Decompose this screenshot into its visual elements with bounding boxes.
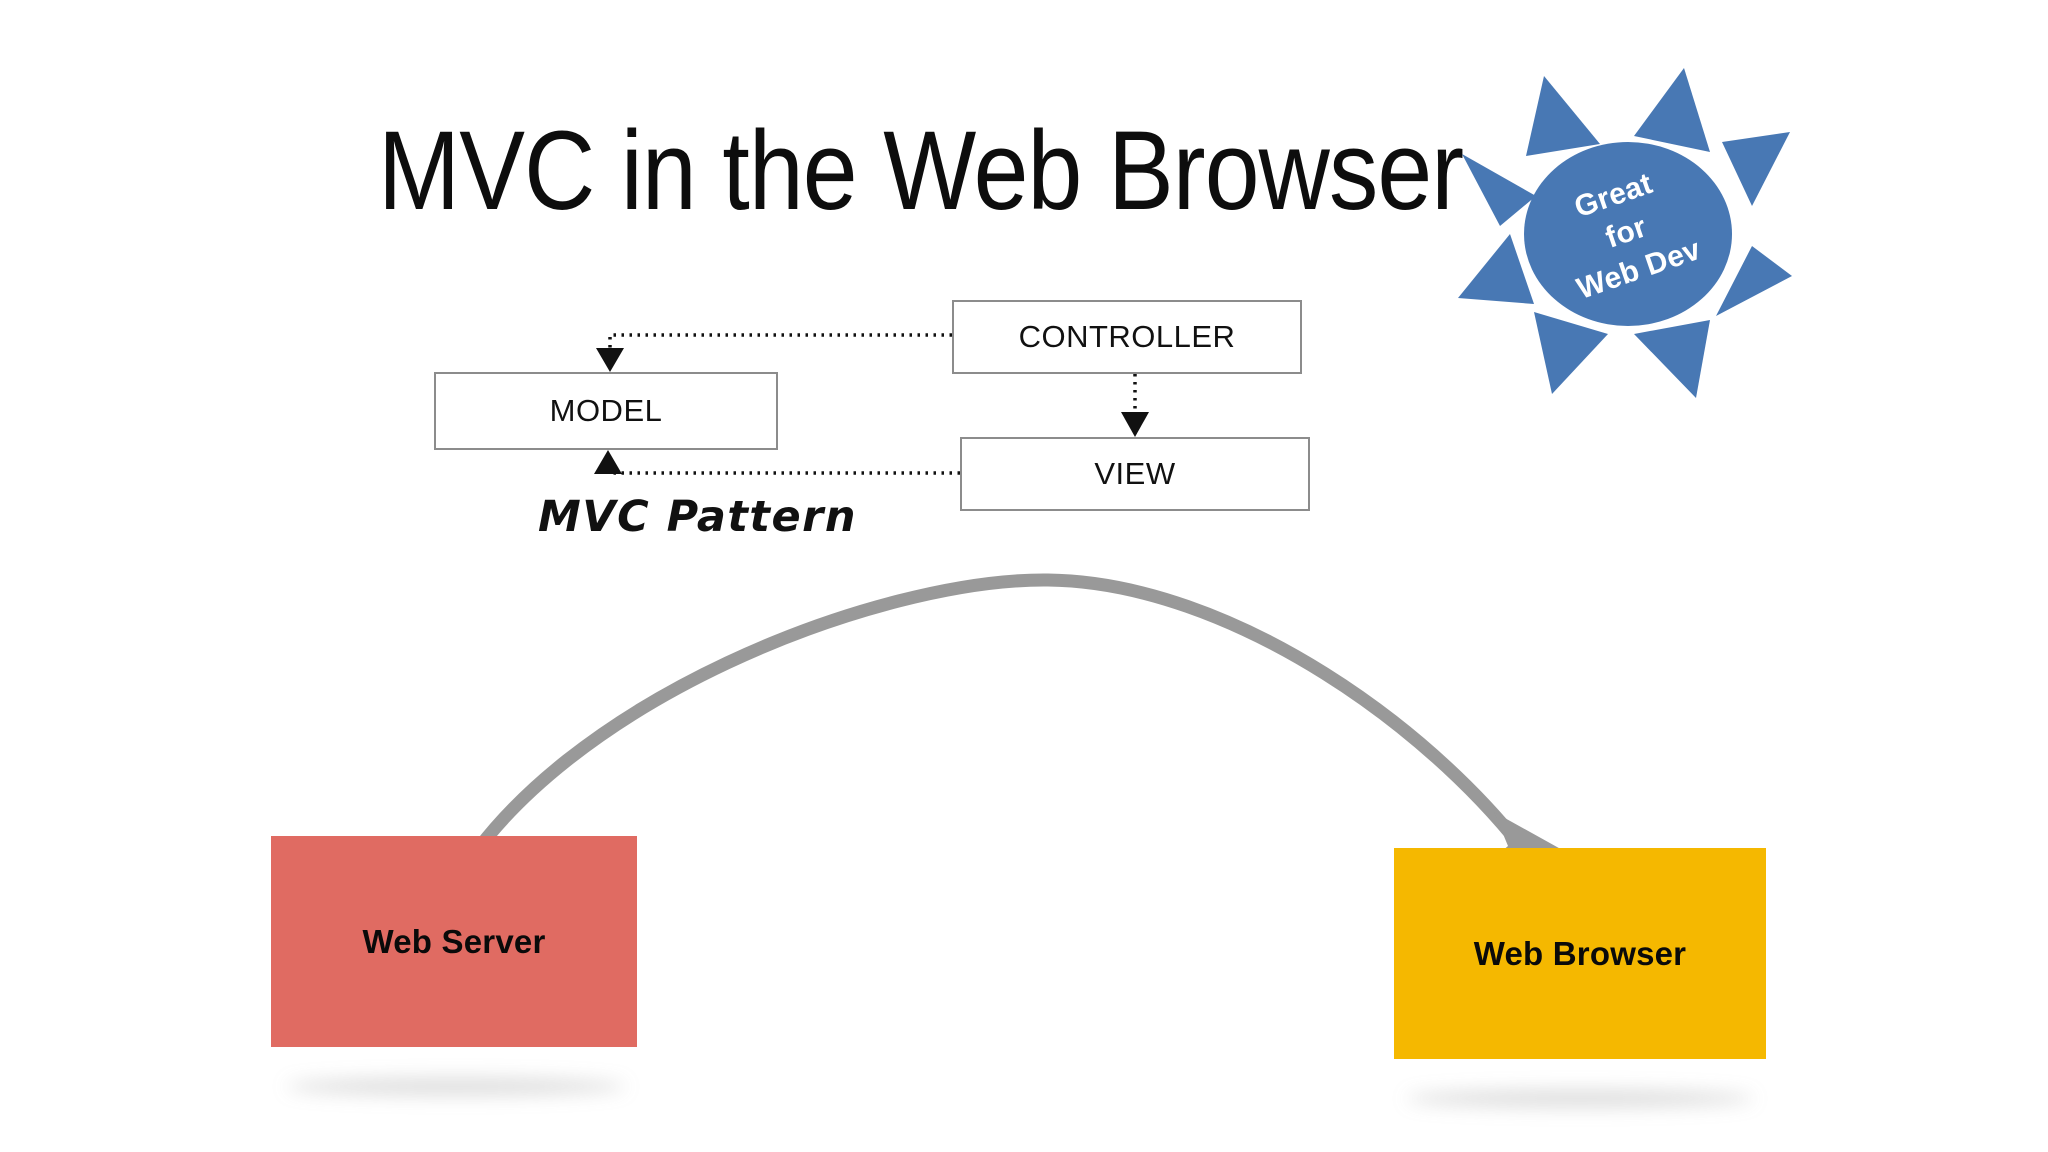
arrowhead-into-view-top [1121, 412, 1149, 437]
web-browser-label: Web Browser [1473, 934, 1687, 972]
web-server-shadow [286, 1078, 626, 1095]
mvc-box-model-label: MODEL [549, 393, 663, 428]
starburst-rays [1458, 68, 1792, 398]
mvc-box-controller-label: CONTROLLER [1018, 319, 1236, 354]
page-title: MVC in the Web Browser [378, 108, 1464, 233]
mvc-box-view[interactable]: VIEW [960, 437, 1310, 511]
mvc-box-controller[interactable]: CONTROLLER [952, 300, 1302, 374]
mvc-box-model[interactable]: MODEL [434, 372, 778, 450]
web-server-label: Web Server [362, 922, 546, 960]
mvc-pattern-caption: MVC Pattern [538, 492, 857, 542]
starburst-ellipse [1524, 142, 1732, 326]
arrowhead-into-model-bottom [594, 450, 622, 474]
arrowhead-into-model-top [596, 348, 624, 372]
mvc-box-view-label: VIEW [1094, 456, 1176, 491]
flow-arrow-curve [445, 573, 1547, 895]
web-browser-shadow [1406, 1090, 1754, 1107]
web-server-box[interactable]: Web Server [271, 836, 637, 1047]
starburst-shape [1458, 68, 1792, 398]
web-browser-box[interactable]: Web Browser [1394, 848, 1766, 1059]
starburst-badge: Great for Web Dev [1452, 58, 1800, 406]
connector-controller-to-model [608, 333, 952, 352]
